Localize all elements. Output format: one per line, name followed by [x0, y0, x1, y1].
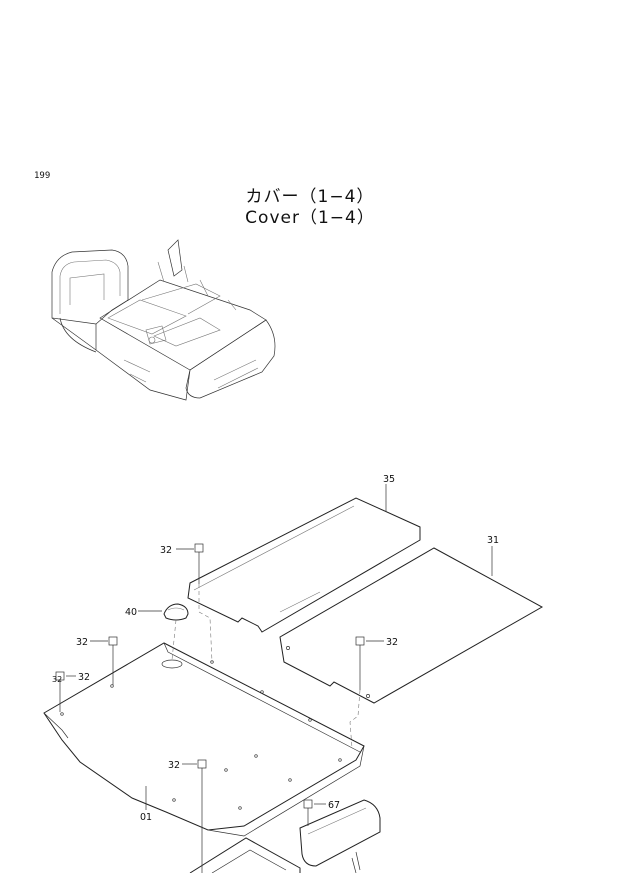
callout-32-upper: 32 [160, 545, 172, 556]
bolt-32-left [55, 671, 65, 712]
part-40-cap [163, 603, 189, 621]
callout-01: 01 [140, 812, 152, 823]
bolt-32-upper [194, 543, 204, 584]
callout-32-mid-right: 32 [386, 637, 398, 648]
title-english: Cover（1−4） [245, 208, 375, 228]
leader-lines [66, 548, 384, 810]
bolt-32-left-top [108, 636, 118, 685]
lower-frame-fragment [189, 837, 301, 873]
callout-67: 67 [328, 800, 340, 811]
callout-32-left-edge: 32 [52, 675, 62, 684]
bolt-32-bottom [197, 759, 207, 873]
part-31-cover-plate [279, 546, 544, 704]
part-67-side-cover [299, 799, 381, 873]
part-35-cover-plate [187, 484, 421, 633]
page-number: 199 [34, 171, 51, 181]
bolt-67 [303, 799, 313, 826]
alignment-dashes [171, 584, 361, 749]
callout-31: 31 [487, 535, 499, 546]
part-01-floor-plate [43, 642, 365, 837]
machine-overview-sketch [51, 239, 276, 401]
callout-32-bottom: 32 [168, 760, 180, 771]
callout-40: 40 [125, 607, 137, 618]
bolt-32-mid-right [355, 636, 365, 690]
callout-35: 35 [383, 474, 395, 485]
callout-32-left: 32 [78, 672, 90, 683]
callout-32-left-top: 32 [76, 637, 88, 648]
title-japanese: カバー（1−4） [245, 187, 375, 207]
